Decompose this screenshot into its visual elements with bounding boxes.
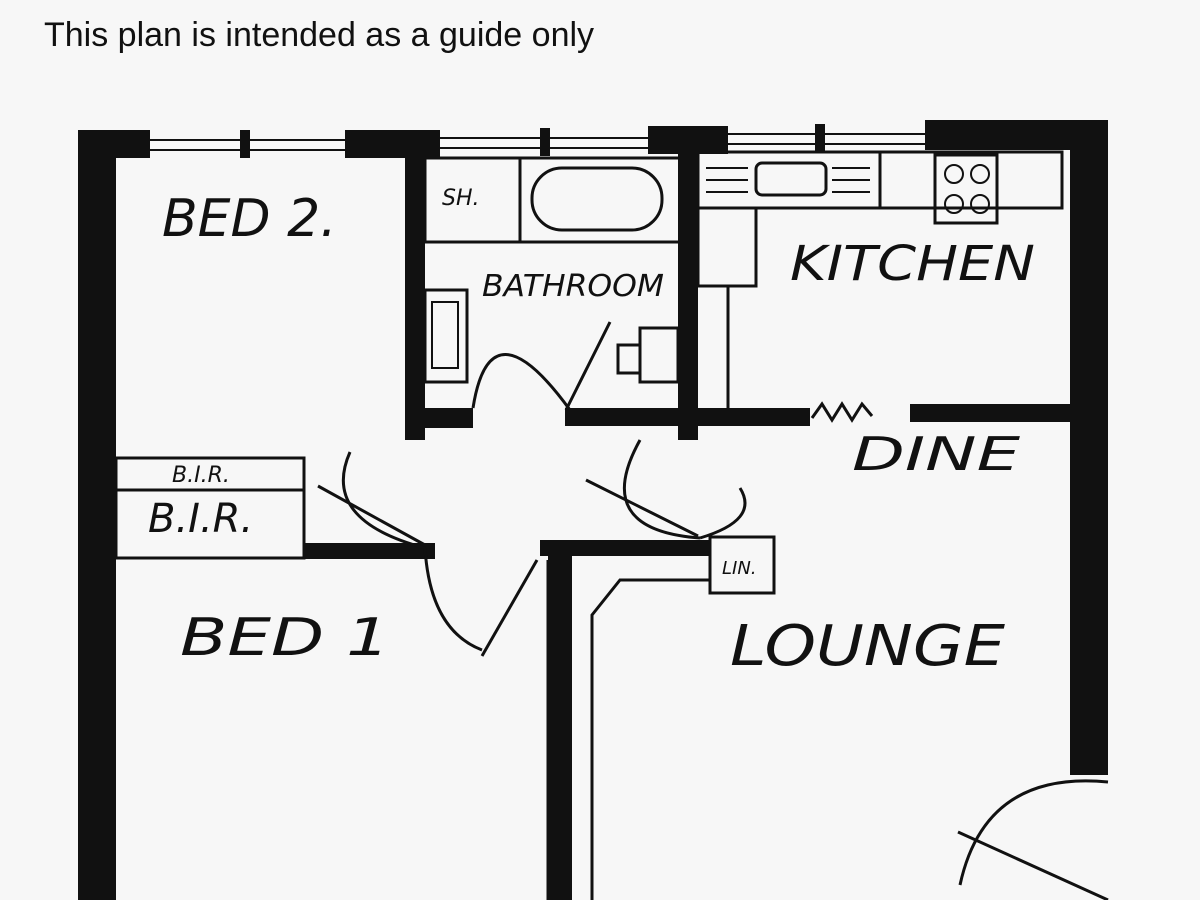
hall-bottom-wall bbox=[540, 540, 710, 556]
built-in-robes bbox=[114, 456, 306, 560]
bathroom-label: BATHROOM bbox=[482, 269, 664, 304]
bathroom-fixtures bbox=[423, 156, 682, 384]
linen-label: LIN. bbox=[722, 558, 757, 579]
left-wall bbox=[78, 130, 116, 900]
bed1-label: BED 1 bbox=[180, 608, 390, 668]
shower-label: SH. bbox=[442, 186, 480, 211]
bed1-top-wall bbox=[305, 543, 435, 559]
top-wall bbox=[78, 120, 1108, 158]
kitchen-label: KITCHEN bbox=[790, 236, 1035, 292]
bed1-lounge-wall bbox=[548, 555, 572, 900]
bed2-bath-wall bbox=[405, 150, 425, 440]
kitchen-fixtures bbox=[696, 150, 1064, 423]
right-wall bbox=[1070, 120, 1108, 775]
bath-kitchen-wall bbox=[678, 150, 698, 440]
kitchen-dine-wall bbox=[910, 404, 1070, 422]
lounge-label: LOUNGE bbox=[730, 614, 1006, 679]
bed2-label: BED 2. bbox=[162, 189, 337, 249]
bir-bottom-label: B.I.R. bbox=[148, 496, 253, 542]
doors bbox=[317, 321, 1109, 900]
bir-top-label: B.I.R. bbox=[172, 463, 230, 488]
bath-bottom-wall-left bbox=[425, 408, 473, 428]
bath-bottom-wall-right bbox=[565, 408, 810, 426]
linen-and-lounge-outline bbox=[546, 535, 776, 900]
dine-label: DINE bbox=[852, 427, 1020, 481]
plan-disclaimer: This plan is intended as a guide only bbox=[44, 16, 595, 54]
